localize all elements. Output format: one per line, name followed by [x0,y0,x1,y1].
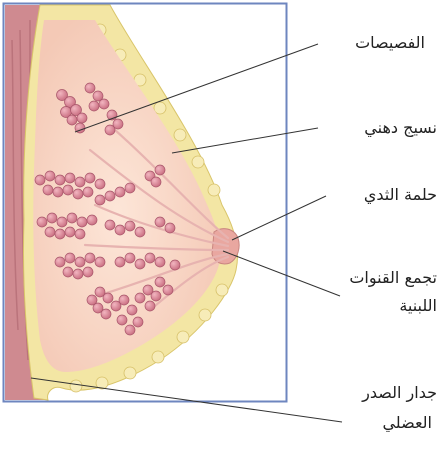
label-fatty-tissue: نسيج دهني [364,115,437,141]
label-chest-wall-line2: العضلي [382,410,432,436]
label-ducts-line1: تجمع القنوات [349,265,437,291]
label-lobules: الفصيصات [355,30,425,56]
label-ducts-line2: اللبنية [399,293,437,319]
label-nipple: حلمة الثدي [364,182,437,208]
label-chest-wall-line1: جدار الصدر [362,380,437,406]
